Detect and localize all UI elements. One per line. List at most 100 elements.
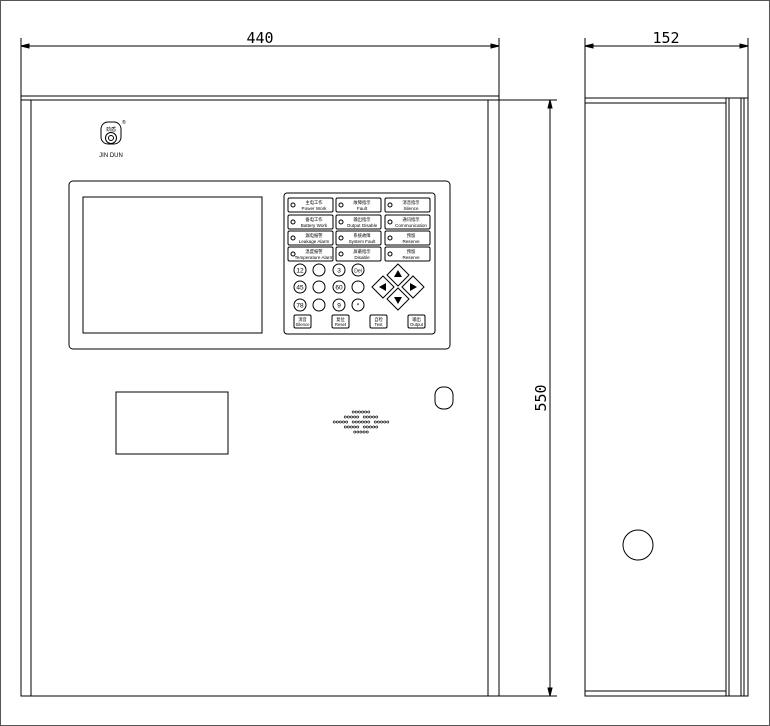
indicator-label-cn: 屏蔽指示 [353, 248, 371, 255]
indicator-label-cn: 预留 [407, 232, 416, 239]
indicator-led-icon [338, 219, 344, 225]
indicator-led-icon [387, 251, 393, 257]
indicator-label-en: System Fault [349, 239, 377, 244]
cable-entry-hole-icon [622, 529, 654, 561]
arrow-down-icon[interactable] [386, 287, 410, 311]
indicator-led-icon [290, 219, 296, 225]
speaker-grille-icon [332, 410, 390, 434]
indicator-led-icon [290, 202, 296, 208]
arrow-right-icon[interactable] [401, 275, 425, 299]
keypad-key[interactable]: 78 [293, 298, 307, 312]
keypad-key[interactable]: * [351, 298, 365, 312]
indicator-label-cn: 系统故障 [353, 232, 371, 239]
indicator-label-cn: 消音指示 [402, 199, 420, 206]
function-key-label-en: Output [410, 322, 424, 327]
indicator-label-en: Reserve [402, 239, 420, 244]
side-body [584, 97, 749, 697]
indicator-label-en: Reserve [402, 255, 420, 260]
logo-registered-mark: ® [122, 119, 126, 126]
keypad-key-label: 45 [296, 284, 304, 291]
indicator-label-cn: 备电工作 [305, 216, 323, 223]
keypad-key[interactable]: 45 [293, 280, 307, 294]
indicator-label-en: Battery Work [301, 223, 328, 228]
keypad-key-label: 12 [296, 267, 304, 274]
keypad-key[interactable]: Del [351, 263, 365, 277]
indicator-led-icon [387, 202, 393, 208]
indicator-label-cn: 输出指示 [353, 216, 371, 223]
keypad-key-label: * [357, 302, 360, 309]
function-key-label-cn: 输出 [412, 316, 421, 323]
logo-name-cn: 劲盾 [106, 126, 116, 133]
indicator-label-cn: 通讯指示 [402, 216, 420, 223]
indicator-led-icon [338, 202, 344, 208]
indicator-label-en: Temperature Alarm [295, 255, 334, 260]
keypad-key[interactable] [312, 263, 326, 277]
keypad-key[interactable]: 12 [293, 263, 307, 277]
function-key-label-en: Reset [335, 322, 347, 327]
keyhole-lock-icon[interactable] [434, 386, 454, 410]
front-body [20, 95, 500, 697]
function-key-label-cn: 自检 [374, 316, 383, 323]
indicator-label-cn: 预留 [407, 248, 416, 255]
dimension-depth: 152 [584, 29, 749, 98]
indicator-label-cn: 主电工作 [305, 199, 323, 206]
indicator-label-cn: 温度报警 [305, 248, 323, 255]
indicator-label-en: Leakage Alarm [299, 239, 330, 244]
indicator-label-en: Output Disable [347, 223, 378, 228]
control-panel [68, 180, 451, 350]
indicator-label-cn: 漏电报警 [305, 232, 323, 239]
dimension-height: 550 [499, 99, 557, 697]
keypad-key-label: Del [354, 268, 362, 274]
front-window [115, 391, 229, 455]
keypad-membrane [283, 192, 436, 335]
indicator-led-icon [290, 251, 296, 257]
arrow-left-icon[interactable] [371, 275, 395, 299]
keypad-key-label: 78 [296, 302, 304, 309]
keypad-key[interactable] [312, 280, 326, 294]
brand-logo: 劲盾 ® JIN DUN [99, 119, 126, 159]
indicator-led-icon [338, 235, 344, 241]
indicator-led-icon [338, 251, 344, 257]
function-key-label-cn: 复位 [336, 316, 345, 323]
indicator-label-en: Power Work [302, 206, 328, 211]
side-view: 550 152 [499, 29, 749, 697]
keypad-key[interactable] [351, 280, 365, 294]
arrow-up-icon[interactable] [386, 263, 410, 287]
indicator-label-en: Silence [403, 206, 419, 211]
keypad-key[interactable] [312, 298, 326, 312]
numeric-keypad: 12 3 Del 45 60 78 9 * [293, 263, 365, 312]
keypad-key[interactable]: 9 [332, 298, 346, 312]
keypad-key-label: 3 [337, 267, 341, 274]
dimension-width-label: 440 [246, 29, 273, 47]
indicator-led-icon [290, 235, 296, 241]
indicator-label-en: Communication [395, 223, 427, 228]
keypad-key[interactable]: 3 [332, 263, 346, 277]
keypad-key[interactable]: 60 [332, 280, 346, 294]
dimension-height-label: 550 [532, 384, 550, 411]
dimension-depth-label: 152 [652, 29, 679, 47]
logo-name-en: JIN DUN [99, 153, 123, 159]
function-key-label-en: Test [375, 322, 384, 327]
indicator-label-en: Disable [354, 255, 370, 260]
keypad-key-label: 60 [335, 284, 343, 291]
